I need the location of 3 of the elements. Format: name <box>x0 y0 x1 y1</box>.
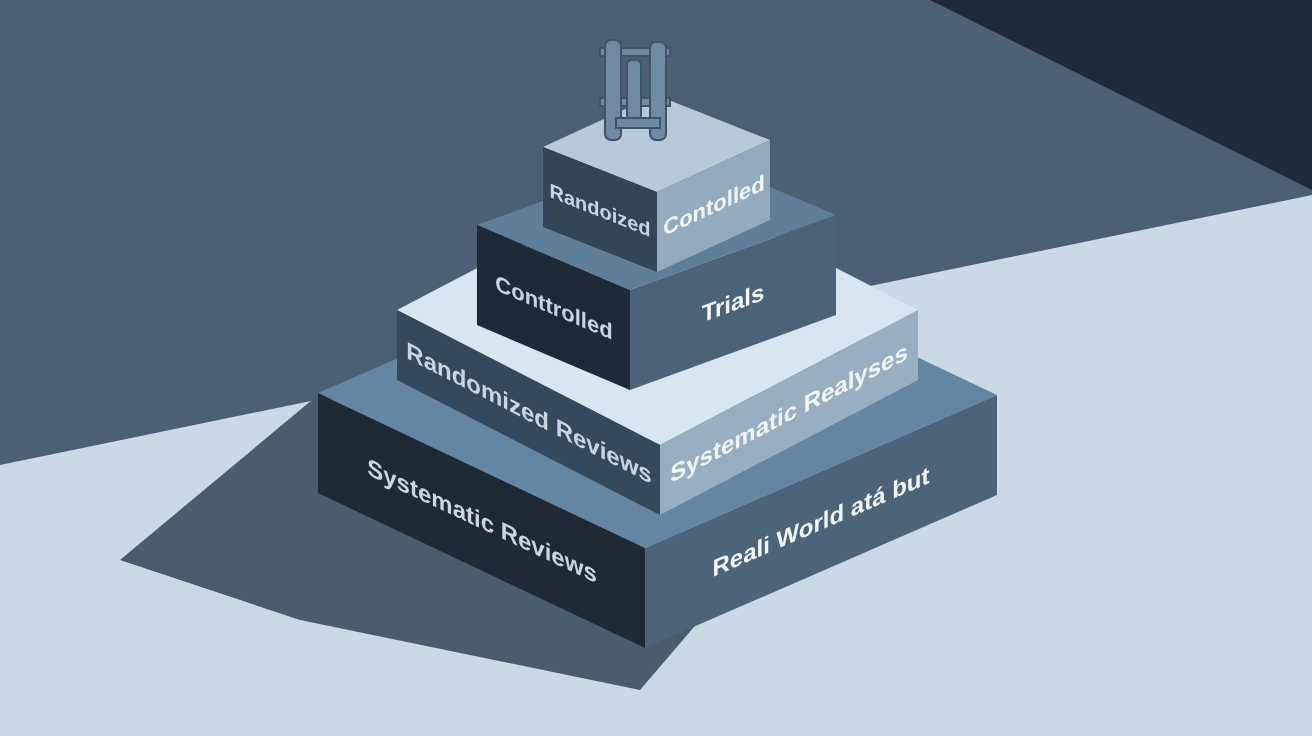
tier-label: Reali World atá but <box>712 462 930 581</box>
pyramid-tier <box>543 140 770 272</box>
tier-label: Trials <box>701 279 765 326</box>
